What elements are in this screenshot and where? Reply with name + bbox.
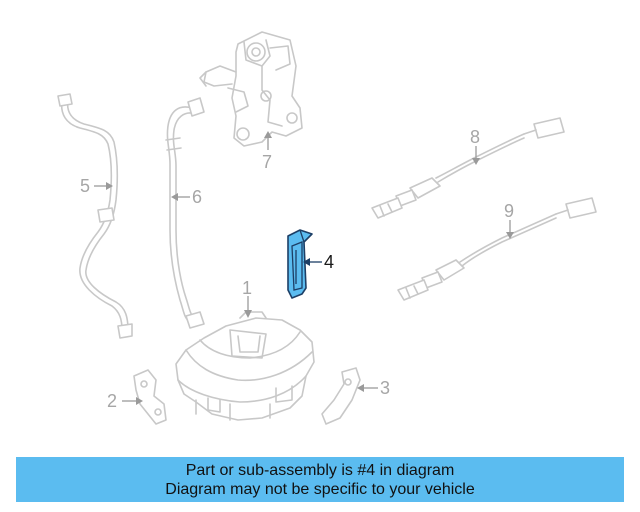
callout-9: 9 [504,201,514,239]
callout-label-3: 3 [380,378,390,398]
part-3-bracket [321,367,361,425]
callout-label-9: 9 [504,201,514,221]
callout-2: 2 [107,391,143,411]
callout-label-8: 8 [470,127,480,147]
part-2-bracket [133,369,167,425]
part-5-hose [57,93,133,339]
part-6-hose [165,97,205,329]
callout-label-2: 2 [107,391,117,411]
info-banner: Part or sub-assembly is #4 in diagram Di… [16,457,624,502]
callout-label-4: 4 [324,252,334,272]
callout-7: 7 [262,131,272,172]
parts-diagram: 1 2 3 4 5 6 7 8 9 [57,31,597,425]
callout-3: 3 [357,378,390,398]
callout-1: 1 [242,278,252,318]
part-4-bracket-highlighted[interactable] [287,229,313,299]
callout-5: 5 [80,176,113,196]
callout-label-5: 5 [80,176,90,196]
callout-label-7: 7 [262,152,272,172]
banner-line-disclaimer: Diagram may not be specific to your vehi… [165,480,475,498]
part-1-canister [175,311,315,421]
callout-6: 6 [171,187,202,207]
part-7-valve-assembly [199,31,303,147]
banner-line-part-number: Part or sub-assembly is #4 in diagram [185,461,455,479]
part-9-oxygen-sensor [397,197,597,301]
callout-label-1: 1 [242,278,252,298]
callout-label-6: 6 [192,187,202,207]
callout-4: 4 [303,252,334,272]
callout-8: 8 [470,127,480,165]
part-8-oxygen-sensor [371,117,565,219]
